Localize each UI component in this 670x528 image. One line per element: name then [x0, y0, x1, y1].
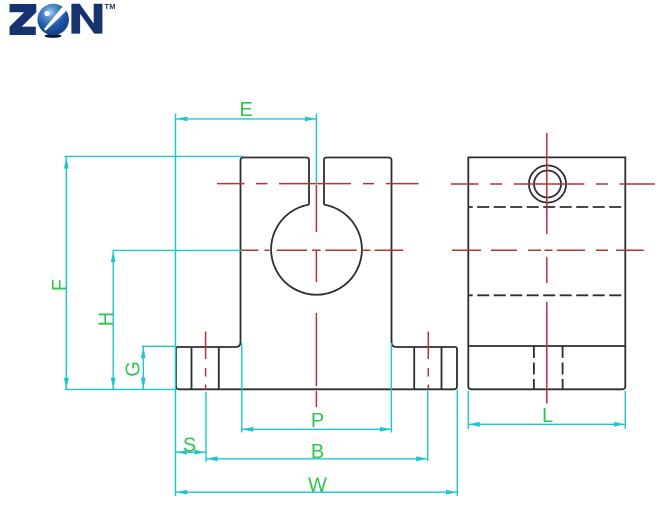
svg-text:G: G — [123, 361, 145, 377]
svg-text:F: F — [49, 279, 71, 291]
svg-text:W: W — [308, 475, 327, 497]
svg-text:P: P — [311, 410, 324, 432]
svg-text:TM: TM — [105, 2, 116, 11]
svg-text:S: S — [183, 434, 196, 456]
svg-text:H: H — [95, 312, 117, 326]
svg-text:B: B — [311, 441, 324, 463]
svg-text:E: E — [240, 99, 253, 121]
svg-text:L: L — [542, 405, 553, 427]
